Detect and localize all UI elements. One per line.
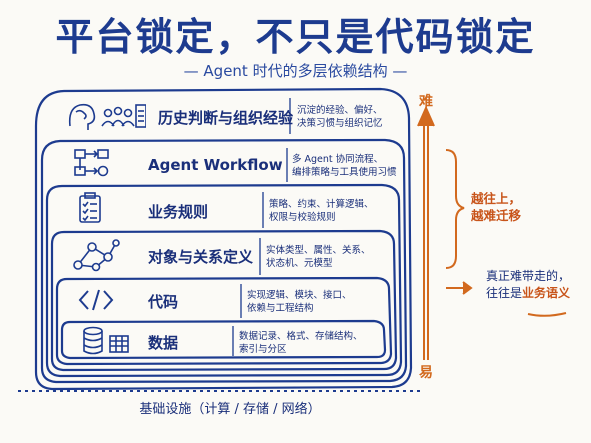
layer-outline-code	[55, 276, 393, 366]
layer-outline-experience	[34, 87, 413, 391]
code-brackets-icon	[78, 289, 114, 311]
workflow-flowchart-icon	[74, 149, 109, 177]
layer-desc-business-rules: 策略、约束、计算逻辑、权限与校验规则	[269, 199, 374, 223]
layer-outline-data	[60, 319, 387, 360]
layer-outline-objects	[50, 229, 398, 372]
layer-outline-business-rules	[45, 183, 403, 378]
callout-note: 真正难带走的， 往往是业务语义	[485, 269, 571, 300]
layer-desc-code: 实现逻辑、模块、接口、依赖与工程结构	[247, 290, 352, 314]
layer-desc-objects: 实体类型、属性、关系、状态机、元模型	[266, 245, 371, 269]
graph-nodes-icon	[73, 239, 120, 272]
page-subtitle: — Agent 时代的多层依赖结构 —	[183, 62, 408, 80]
axis-label-hard: 难	[419, 94, 433, 110]
layer-label-code: 代码	[148, 293, 179, 311]
side-note: 越往上，越难迁移	[471, 191, 522, 223]
layer-desc-experience: 沉淀的经验、偏好、决策习惯与组织记忆	[297, 105, 383, 129]
layer-outline-workflow	[40, 138, 408, 384]
checklist-clipboard-icon	[79, 192, 101, 223]
layer-label-experience: 历史判断与组织经验	[158, 109, 294, 127]
database-table-icon	[83, 326, 129, 355]
brain-people-document-icon	[68, 103, 146, 130]
foundation-label: 基础设施（计算 / 存储 / 网络）	[139, 402, 321, 417]
layer-label-data: 数据	[148, 334, 179, 352]
layer-label-objects: 对象与关系定义	[148, 248, 254, 266]
layer-label-workflow: Agent Workflow	[148, 156, 283, 174]
layer-label-business-rules: 业务规则	[148, 203, 209, 221]
callout-highlight: 业务语义	[522, 286, 571, 300]
layer-desc-data: 数据记录、格式、存储结构、索引与分区	[239, 331, 363, 355]
page-title: 平台锁定，不只是代码锁定	[55, 15, 536, 59]
layer-desc-workflow: 多 Agent 协同流程、编排策略与工具使用习惯	[292, 154, 397, 178]
axis-label-easy: 易	[419, 365, 433, 381]
